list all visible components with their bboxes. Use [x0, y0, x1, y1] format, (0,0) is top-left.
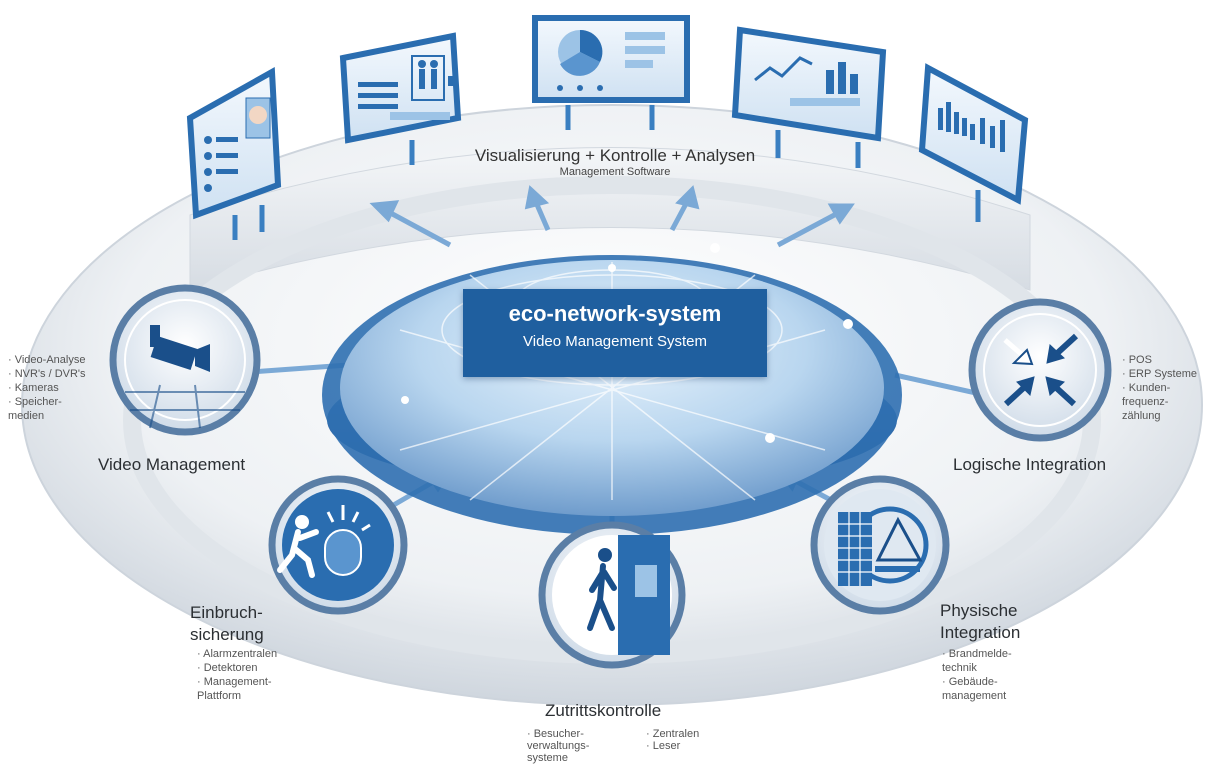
intrusion-title-line2: sicherung: [190, 625, 264, 644]
list-item: · POS: [1122, 354, 1152, 366]
center-subtitle: Video Management System: [523, 333, 707, 350]
list-item: · Kameras: [8, 382, 59, 394]
arrows-up: [369, 185, 855, 248]
list-item: medien: [8, 410, 45, 422]
center-title: eco-network-system: [508, 301, 722, 326]
list-item: frequenz-: [1122, 396, 1169, 408]
pie-chart-screen-icon: [557, 29, 665, 91]
people-screen-icon: [358, 55, 458, 120]
top-label: Visualisierung + Kontrolle + Analysen Ma…: [450, 146, 780, 178]
logic-bullets: · POS · ERP Systeme · Kunden- frequenz- …: [1122, 353, 1197, 423]
list-item: management: [942, 690, 1007, 702]
alarm-runner-icon: [277, 505, 371, 578]
list-item: · Video-Analyse: [8, 354, 86, 366]
monitor-face: [186, 67, 282, 240]
monitor-pie: [532, 15, 690, 130]
module-logic: [968, 298, 1112, 442]
building-fire-icon: [838, 506, 929, 586]
list-item: · Detektoren: [197, 662, 258, 674]
door-walker-icon: [587, 535, 670, 655]
list-item: · Zentralen: [646, 728, 700, 740]
list-item: systeme: [527, 752, 568, 764]
physical-title: Physische Integration: [940, 600, 1020, 644]
list-item: · Management-: [197, 676, 272, 688]
list-item: · Gebäude-: [942, 676, 998, 688]
arrows-converge-icon: [1003, 333, 1079, 407]
back-wall: [189, 147, 1031, 291]
monitor-people: [339, 32, 462, 165]
top-title: Visualisierung + Kontrolle + Analysen: [474, 146, 756, 165]
list-item: zählung: [1122, 410, 1161, 422]
top-subtitle: Management Software: [559, 166, 671, 178]
list-item: · NVR's / DVR's: [8, 368, 86, 380]
monitor-linechart: [731, 26, 887, 168]
module-access: [538, 521, 686, 669]
module-physical: [810, 475, 950, 615]
list-item: verwaltungs-: [527, 740, 590, 752]
intrusion-title: Einbruch- sicherung: [190, 602, 264, 646]
list-item: Plattform: [197, 690, 242, 702]
access-title: Zutrittskontrolle: [545, 701, 662, 720]
video-title: Video Management: [98, 455, 246, 474]
module-video: [109, 284, 261, 436]
list-item: · ERP Systeme: [1122, 368, 1197, 380]
center-box: eco-network-system Video Management Syst…: [463, 289, 767, 377]
module-intrusion: [268, 475, 408, 615]
line-chart-screen-icon: [754, 56, 860, 106]
logic-title: Logische Integration: [953, 455, 1107, 474]
list-item: · Kunden-: [1122, 382, 1171, 394]
face-screen-icon: [204, 97, 271, 192]
access-bullets-left: · Besucher- verwaltungs- systeme: [527, 728, 589, 764]
list-item: technik: [942, 662, 977, 674]
intrusion-bullets: · Alarmzentralen · Detektoren · Manageme…: [197, 647, 277, 703]
monitor-barchart: [918, 63, 1029, 222]
video-bullets: · Video-Analyse · NVR's / DVR's · Kamera…: [8, 353, 86, 423]
access-bullets-right: · Zentralen · Leser: [646, 728, 699, 752]
camera-icon: [125, 325, 245, 429]
list-item: · Brandmelde-: [942, 648, 1012, 660]
list-item: · Speicher-: [8, 396, 62, 408]
physical-bullets: · Brandmelde- technik · Gebäude- managem…: [942, 647, 1012, 703]
physical-title-line1: Physische: [940, 601, 1018, 620]
list-item: · Leser: [646, 740, 681, 752]
list-item: · Besucher-: [527, 728, 584, 740]
list-item: · Alarmzentralen: [197, 648, 278, 660]
intrusion-title-line1: Einbruch-: [190, 603, 263, 622]
bar-chart-screen-icon: [938, 102, 1005, 152]
physical-title-line2: Integration: [940, 623, 1021, 642]
